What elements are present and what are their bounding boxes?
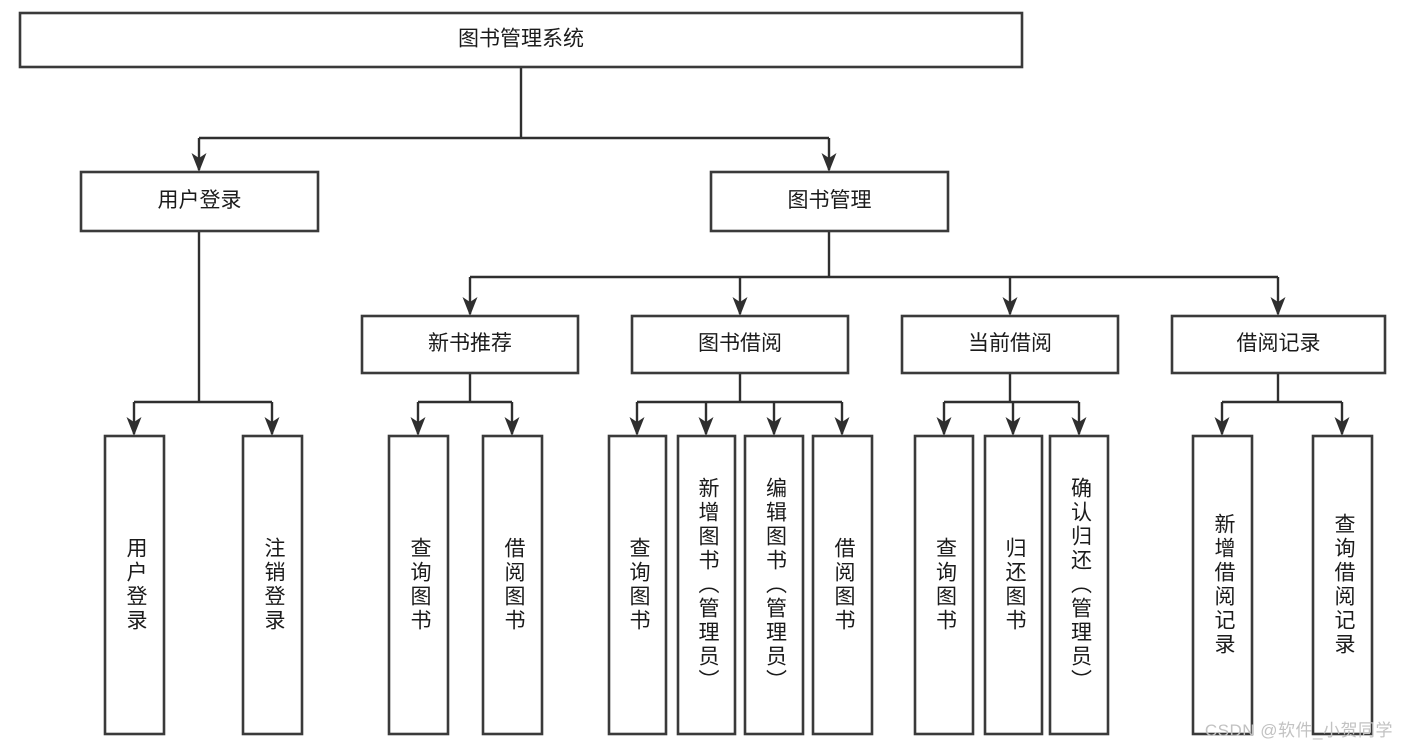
node-leaf-7[interactable]: 借阅图书: [811, 434, 874, 736]
node-box: [241, 434, 304, 736]
connector-group-record-to-leaves: [1214, 373, 1350, 436]
node-leaf-12[interactable]: 查询借阅记录: [1311, 434, 1374, 736]
node-box: [79, 170, 320, 233]
connector-group-level2-to-level3: [462, 231, 1286, 316]
node-root[interactable]: 图书管理系统: [18, 11, 1024, 69]
node-leaf-11[interactable]: 新增借阅记录: [1191, 434, 1254, 736]
node-label: 当前借阅: [968, 332, 1052, 355]
node-label: 图书借阅: [698, 332, 782, 355]
connector-group-current-to-leaves: [936, 373, 1087, 436]
node-leaf-10[interactable]: 确认归还（管理员）: [1048, 434, 1110, 736]
node-label: 查询图书: [933, 537, 957, 633]
node-leaf-9[interactable]: 归还图书: [983, 434, 1044, 736]
node-leaf-2[interactable]: 查询图书: [387, 434, 450, 736]
node-level2-1[interactable]: 图书管理: [709, 170, 950, 233]
node-label: 新增借阅记录: [1212, 513, 1236, 657]
connector-group-borrow-to-leaves: [629, 373, 850, 436]
node-leaf-8[interactable]: 查询图书: [913, 434, 975, 736]
node-level3-1[interactable]: 图书借阅: [630, 314, 850, 375]
node-label: 用户登录: [124, 537, 148, 633]
node-label: 查询借阅记录: [1332, 513, 1356, 657]
node-box: [1311, 434, 1374, 736]
connector-group-root-to-level2: [191, 67, 837, 172]
node-box: [913, 434, 975, 736]
node-box: [900, 314, 1120, 375]
nodes-layer: 图书管理系统用户登录图书管理新书推荐图书借阅当前借阅借阅记录用户登录注销登录查询…: [18, 11, 1387, 736]
node-label: 新书推荐: [428, 332, 512, 355]
node-box: [103, 434, 166, 736]
node-leaf-5[interactable]: 新增图书（管理员）: [676, 434, 737, 736]
node-box: [630, 314, 850, 375]
node-box: [18, 11, 1024, 69]
node-leaf-4[interactable]: 查询图书: [607, 434, 668, 736]
watermark-text: CSDN @软件_小贺同学: [1204, 721, 1393, 740]
node-box: [360, 314, 580, 375]
node-level2-0[interactable]: 用户登录: [79, 170, 320, 233]
node-box: [709, 170, 950, 233]
node-box: [983, 434, 1044, 736]
node-label: 新增图书（管理员）: [696, 477, 720, 693]
node-label: 归还图书: [1003, 537, 1027, 633]
node-leaf-1[interactable]: 注销登录: [241, 434, 304, 736]
connector-group-userlogin-to-leaves: [126, 231, 280, 436]
node-box: [607, 434, 668, 736]
node-leaf-0[interactable]: 用户登录: [103, 434, 166, 736]
node-label: 查询图书: [627, 537, 651, 633]
node-label: 确认归还（管理员）: [1068, 477, 1092, 693]
node-box: [1170, 314, 1387, 375]
node-label: 编辑图书（管理员）: [763, 477, 787, 693]
node-box: [743, 434, 805, 736]
node-leaf-3[interactable]: 借阅图书: [481, 434, 544, 736]
node-level3-2[interactable]: 当前借阅: [900, 314, 1120, 375]
node-label: 注销登录: [262, 537, 286, 633]
node-box: [676, 434, 737, 736]
node-label: 图书管理系统: [458, 28, 584, 51]
connectors-layer: [126, 67, 1350, 436]
node-box: [811, 434, 874, 736]
node-level3-3[interactable]: 借阅记录: [1170, 314, 1387, 375]
node-label: 借阅图书: [502, 537, 526, 633]
node-label: 借阅记录: [1237, 332, 1321, 355]
connector-group-newbook-to-leaves: [410, 373, 520, 436]
node-label: 查询图书: [408, 537, 432, 633]
node-label: 图书管理: [788, 189, 872, 212]
node-level3-0[interactable]: 新书推荐: [360, 314, 580, 375]
node-box: [387, 434, 450, 736]
node-box: [1048, 434, 1110, 736]
node-label: 用户登录: [158, 189, 242, 212]
node-box: [1191, 434, 1254, 736]
node-leaf-6[interactable]: 编辑图书（管理员）: [743, 434, 805, 736]
node-box: [481, 434, 544, 736]
node-label: 借阅图书: [832, 537, 856, 633]
